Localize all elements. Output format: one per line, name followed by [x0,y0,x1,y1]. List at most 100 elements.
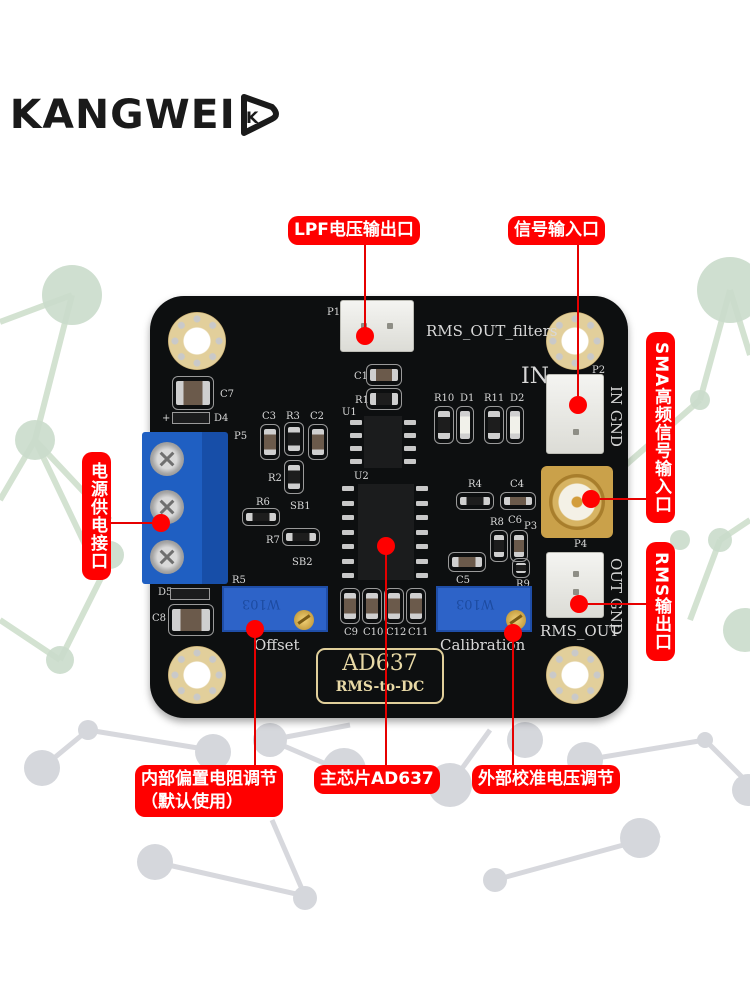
silk-d4: D4 [214,413,229,424]
silk-rms-out-filters: RMS_OUT_filters [426,322,558,340]
leader-line [577,240,579,406]
resistor-r6 [242,508,280,526]
silk-p2-pins: IN GND [607,386,625,447]
callout-sma-input-latin: SMA [650,342,671,388]
leader-line [364,240,366,336]
silk-in: IN [521,364,549,389]
terminal-screw-icon[interactable] [150,442,184,476]
p1-lpf-output-connector[interactable] [340,300,414,352]
silk-sb2: SB2 [292,557,313,568]
capacitor-c2 [308,424,328,460]
capacitor-c4 [500,492,536,510]
silk-d2: D2 [510,393,525,404]
silk-r9: R9 [516,579,530,590]
silk-r3: R3 [286,411,300,422]
silk-r5: R5 [232,575,246,586]
terminal-screw-icon[interactable] [150,540,184,574]
callout-dot [377,537,395,555]
callout-lpf-output: LPF电压输出口 [288,216,420,245]
leader-line [590,498,650,500]
silk-p5: P5 [234,431,248,442]
pot-marking: W103 [242,596,281,611]
silk-u2: U2 [354,471,369,482]
callout-offset-line1: 内部偏置电阻调节 [141,769,277,789]
callout-rms-output: RMS输出口 [646,542,675,662]
capacitor-c9 [340,588,360,624]
silk-r2: R2 [268,473,282,484]
silk-r8: R8 [490,517,504,528]
resistor-r10 [434,406,454,444]
silk-offset: Offset [254,636,300,654]
mounting-hole-bottom-right [546,646,604,704]
brand-logo-mark-icon: K [240,94,279,136]
capacitor-c10 [362,588,382,624]
capacitor-c3 [260,424,280,460]
diode-d5 [170,588,210,600]
silk-c1: C1 [354,371,369,382]
callout-dot [246,620,264,638]
offset-adjust-screw-icon[interactable] [294,610,314,630]
chip-u1 [364,416,402,468]
silk-r1: R1 [355,395,369,406]
resistor-r7 [282,528,320,546]
leader-line [254,628,256,766]
sma-rf-input-connector[interactable] [541,466,613,538]
callout-power-input: 电源供电接口 [82,452,111,580]
silk-c9: C9 [344,627,359,638]
silk-r10: R10 [434,393,455,404]
capacitor-c11 [406,588,426,624]
diode-d4 [172,412,210,424]
chip-subtitle: RMS-to-DC [335,679,425,695]
resistor-r2 [284,460,304,494]
pot-marking: W103 [456,596,495,611]
callout-sma-input-text: 高频信号输入口 [650,387,671,514]
offset-potentiometer[interactable]: W103 [222,586,328,632]
silk-plus: + [162,413,171,424]
mounting-hole-top-left [168,312,226,370]
callout-rms-output-text: 输出口 [650,597,671,652]
callout-signal-input: 信号输入口 [508,216,605,245]
silk-c5: C5 [456,575,471,586]
calibration-potentiometer[interactable]: W103 [436,586,532,632]
silk-sb1: SB1 [290,501,311,512]
callout-sma-input: SMA高频信号输入口 [646,332,675,524]
silk-p3: P3 [524,521,538,532]
capacitor-c7 [172,376,214,410]
silk-r11: R11 [484,393,505,404]
callout-dot [570,595,588,613]
leader-line [385,545,387,767]
callout-dot [356,327,374,345]
silk-c8: C8 [152,613,167,624]
led-d1 [456,406,474,444]
svg-text:K: K [246,108,259,127]
silk-rms-out: RMS_OUT [540,622,620,640]
callout-calibration-adjust: 外部校准电压调节 [472,765,620,794]
silk-c7: C7 [220,389,235,400]
callout-dot [152,514,170,532]
resistor-r9 [512,558,530,578]
silk-r4: R4 [468,479,482,490]
callout-dot [582,490,600,508]
silk-p2: P2 [592,365,606,376]
callout-rms-output-latin: RMS [650,552,671,598]
resistor-r1 [366,388,402,410]
resistor-r11 [484,406,504,444]
silk-calibration: Calibration [440,636,526,654]
silk-p4-pins: OUT GND [607,558,625,635]
silk-c2: C2 [310,411,325,422]
callout-main-chip: 主芯片AD637 [314,765,440,794]
silk-c4: C4 [510,479,525,490]
brand-logo-text: KANGWEI [9,92,236,138]
callout-dot [569,396,587,414]
silk-c10: C10 [363,627,384,638]
leader-line [104,522,162,524]
leader-line [578,603,650,605]
power-terminal-block-p5[interactable] [142,432,228,584]
silk-d5: D5 [158,587,173,598]
ad637-title-box: AD637 RMS-to-DC [316,648,444,704]
p2-signal-input-connector[interactable] [546,374,604,454]
silk-r7: R7 [266,535,280,546]
silk-r6: R6 [256,497,270,508]
silk-c11: C11 [408,627,429,638]
chip-name: AD637 [342,651,418,676]
